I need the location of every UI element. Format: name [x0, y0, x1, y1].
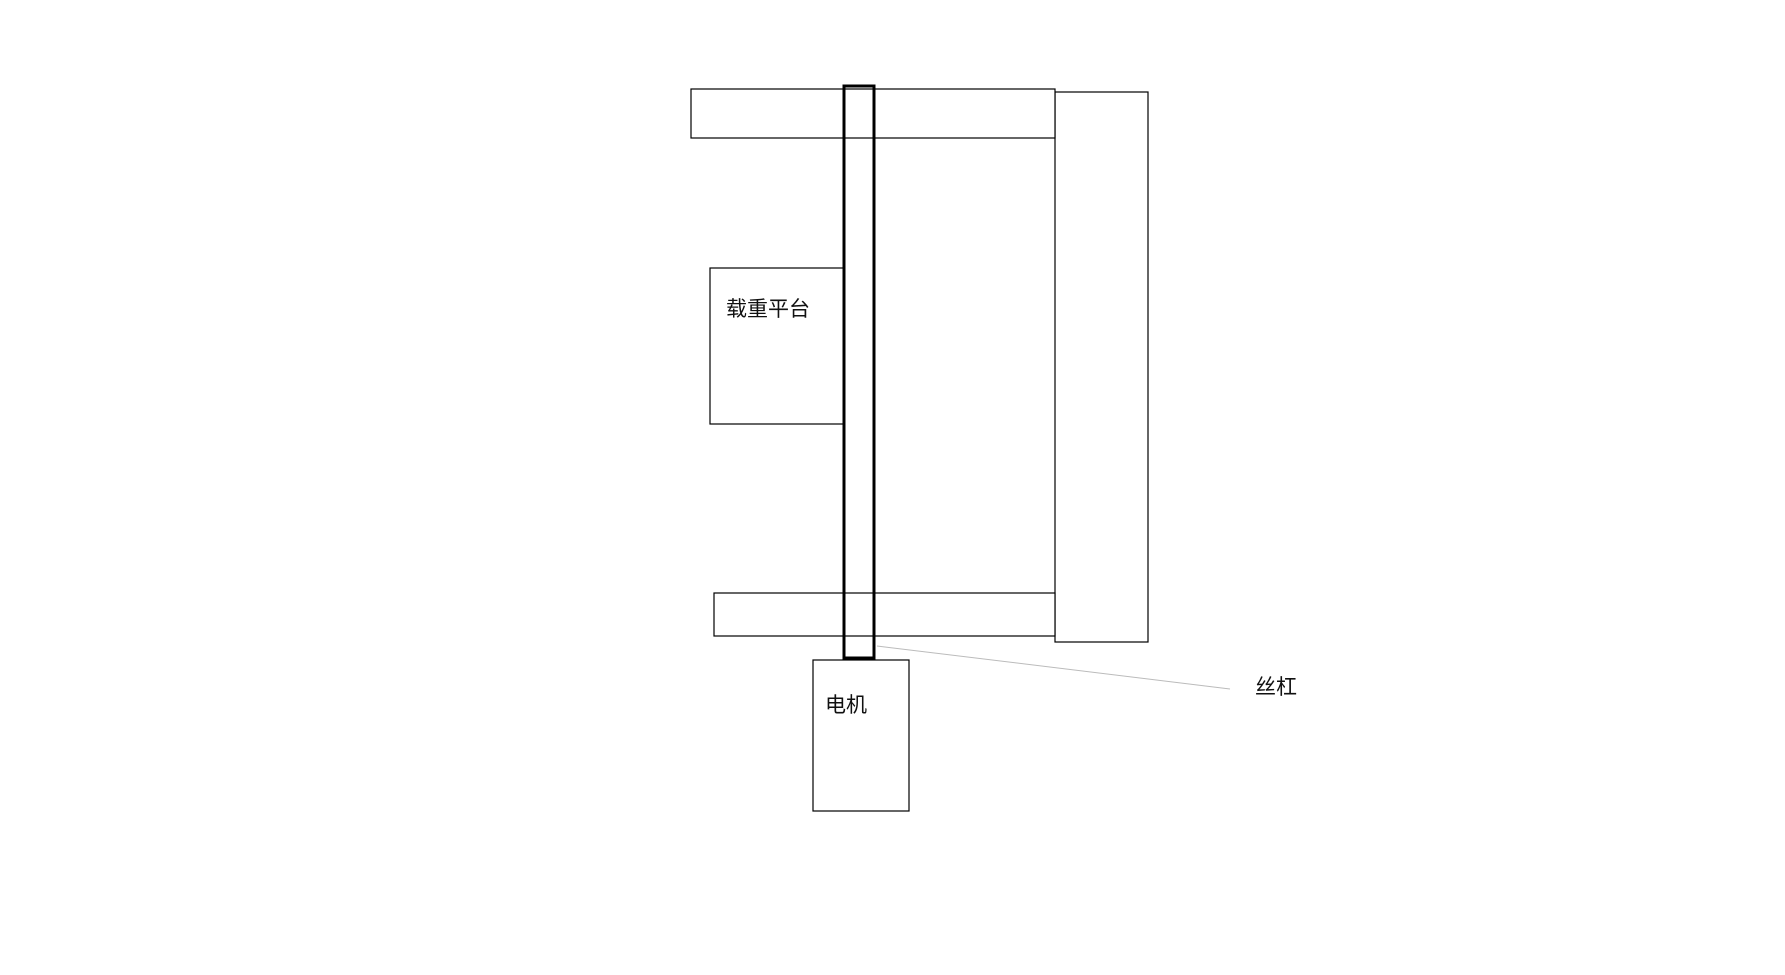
platform-label: 载重平台: [726, 297, 810, 321]
lead-screw-leader-line: [876, 645, 1231, 690]
motor-label: 电机: [825, 693, 867, 717]
motor-box: [812, 659, 910, 812]
load-platform: [709, 267, 845, 425]
bottom-crossbar: [713, 592, 1056, 637]
lead-screw: [842, 84, 876, 660]
right-frame-column: [1054, 91, 1149, 643]
lead-screw-label: 丝杠: [1255, 675, 1297, 699]
